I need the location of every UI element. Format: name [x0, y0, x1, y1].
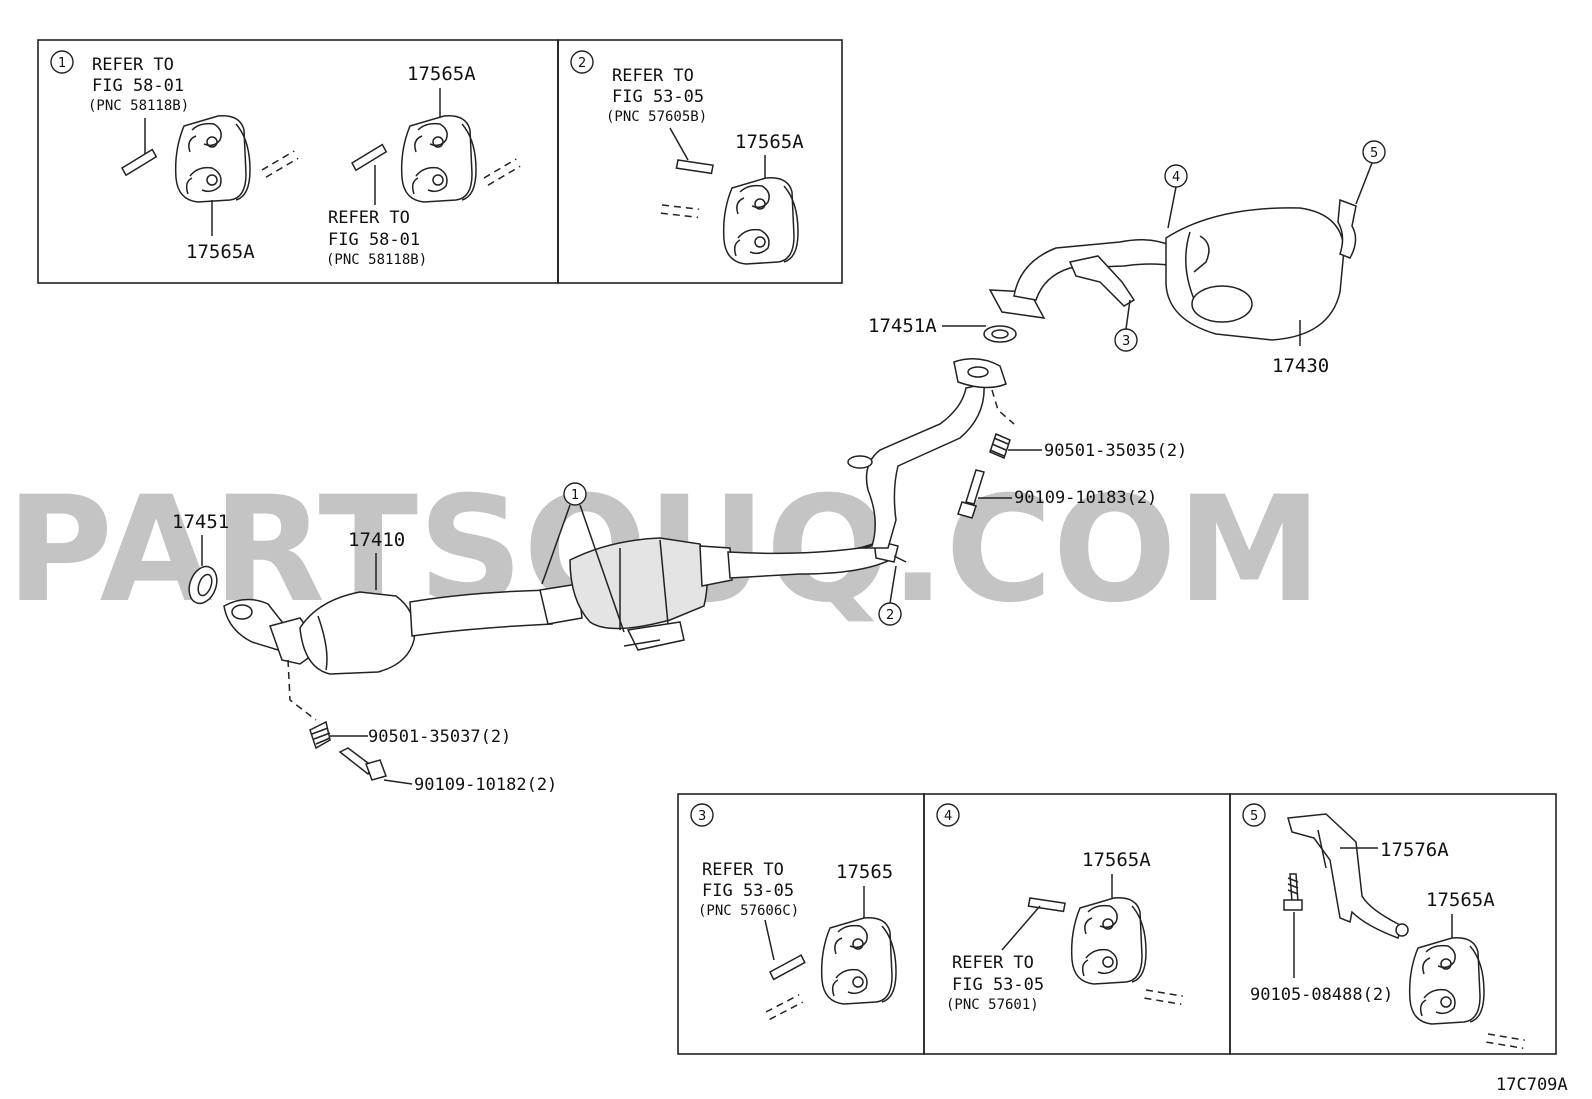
- callout-3-number: 3: [698, 809, 706, 824]
- inset-box-3: 3 REFER TO FIG 53-05 (PNC 57606C) 17565: [677, 793, 925, 1055]
- bolt-90501-35037-label: 90501-35037(2): [368, 727, 511, 747]
- box1-hanger-a: [174, 115, 251, 203]
- callout-2-marker: [570, 50, 594, 74]
- box5-hanger-part: 17565A: [1426, 889, 1495, 911]
- inset-box-4: 4 17565A REFER TO FIG 53-05 (PNC 57601): [923, 793, 1231, 1055]
- callout-5-number: 5: [1250, 809, 1258, 824]
- inset-box-1: 1 REFER TO FIG 58-01 (PNC 58118B) 17565A…: [37, 39, 559, 284]
- gasket-17451: 17451: [172, 511, 229, 605]
- bolt-90501-35035-label: 90501-35035(2): [1044, 441, 1187, 461]
- part-17430-label: 17430: [1272, 355, 1329, 377]
- callout-1-marker: [50, 50, 74, 74]
- inset-box-5: 5 17576A 90105-08488(2) 17565A: [1229, 793, 1557, 1059]
- rear-bolt-set: 90501-35035(2) 90109-10183(2): [957, 432, 1187, 519]
- box1-refb-line3: (PNC 58118B): [326, 252, 427, 268]
- callout-5-marker: [1242, 803, 1266, 827]
- box2-part: 17565A: [735, 131, 804, 153]
- callout-3-marker: [690, 803, 714, 827]
- box3-ref-line3: (PNC 57606C): [698, 903, 799, 919]
- box1-refb-line1: REFER TO: [328, 208, 410, 228]
- box1-refa-line3: (PNC 58118B): [88, 98, 189, 114]
- callout-5-main: [1362, 140, 1386, 164]
- callout-2-number: 2: [578, 56, 586, 71]
- box3-ref-line2: FIG 53-05: [702, 881, 794, 901]
- box4-hanger: [1070, 897, 1147, 985]
- front-bolt-set: 90501-35037(2) 90109-10182(2): [309, 720, 557, 795]
- part-17410-label: 17410: [348, 529, 405, 551]
- callout-1-number: 1: [58, 56, 66, 71]
- front-pipe-17410: 17410: [223, 529, 583, 721]
- callout-5-main-number: 5: [1370, 146, 1378, 161]
- part-17451a-label: 17451A: [868, 315, 937, 337]
- figure-code: 17C709A: [1496, 1075, 1568, 1095]
- box2-hanger: [722, 177, 799, 265]
- box1-hanger-b: [400, 115, 477, 203]
- muffler-17430: 17430 3 4 5: [988, 140, 1386, 377]
- callout-1-main: [563, 482, 587, 506]
- box4-ref-line1: REFER TO: [952, 953, 1034, 973]
- inset-box-2: 2 REFER TO FIG 53-05 (PNC 57605B) 17565A: [557, 39, 843, 284]
- callout-4-main-number: 4: [1172, 170, 1180, 185]
- box4-ref-line3: (PNC 57601): [946, 997, 1039, 1013]
- gasket-17451a: 17451A: [868, 315, 1017, 343]
- box3-part: 17565: [836, 861, 893, 883]
- callout-3-main-number: 3: [1122, 334, 1130, 349]
- box1-refa-line1: REFER TO: [92, 55, 174, 75]
- box3-hanger: [820, 917, 897, 1005]
- box2-ref-line2: FIG 53-05: [612, 87, 704, 107]
- intermediate-pipe: [847, 358, 1015, 549]
- box2-ref-line1: REFER TO: [612, 66, 694, 86]
- box4-ref-line2: FIG 53-05: [952, 975, 1044, 995]
- callout-2-main-number: 2: [886, 608, 894, 623]
- center-pipe: 1 2: [541, 482, 907, 651]
- box3-ref-line1: REFER TO: [702, 860, 784, 880]
- bolt-90109-10182-label: 90109-10182(2): [414, 775, 557, 795]
- box4-part: 17565A: [1082, 849, 1151, 871]
- box1-part-a: 17565A: [186, 241, 255, 263]
- callout-4-number: 4: [944, 809, 952, 824]
- box1-refa-line2: FIG 58-01: [92, 76, 184, 96]
- box1-part-b: 17565A: [407, 63, 476, 85]
- bolt-90109-10183-label: 90109-10183(2): [1014, 488, 1157, 508]
- box5-bracket-part: 17576A: [1380, 839, 1449, 861]
- box2-ref-line3: (PNC 57605B): [606, 109, 707, 125]
- callout-4-marker: [936, 803, 960, 827]
- box5-hanger: [1408, 937, 1485, 1025]
- box1-refb-line2: FIG 58-01: [328, 230, 420, 250]
- box5-bolt: 90105-08488(2): [1250, 985, 1393, 1005]
- part-17451-label: 17451: [172, 511, 229, 533]
- callout-1-main-number: 1: [571, 488, 579, 503]
